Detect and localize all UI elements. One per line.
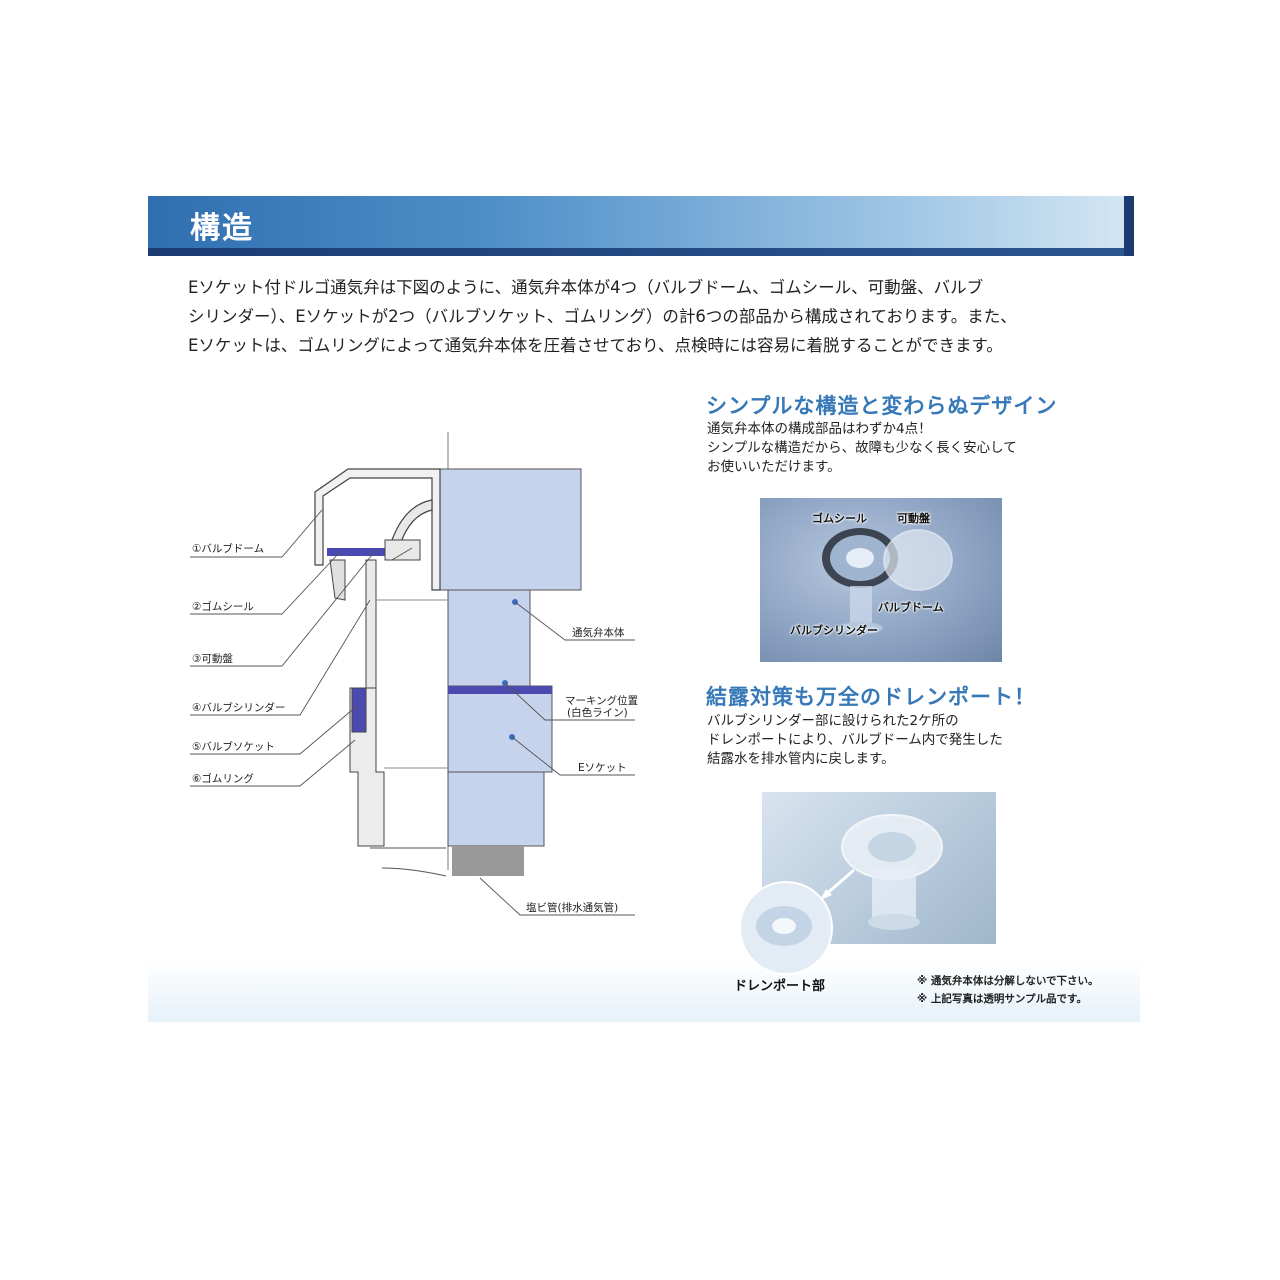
feature2-heading: 結露対策も万全のドレンポート！: [706, 685, 1036, 709]
photo-label-movable-disc: 可動盤: [897, 512, 930, 525]
leader-lines-left: [190, 509, 413, 787]
valve-socket-section: [349, 687, 448, 847]
feature2-line: バルブシリンダー部に設けられた2ケ所の: [707, 713, 959, 729]
intro-line: Eソケットは、ゴムリングによって通気弁本体を圧着させており、点検時には容易に着脱…: [188, 336, 1003, 355]
feature2-line: 結露水を排水管内に戻します。: [707, 751, 895, 767]
rubber-ring: [351, 687, 367, 733]
pipe-curve: [381, 867, 447, 877]
section-header-underline: [148, 248, 1134, 256]
photo-label-valve-cylinder: バルブシリンダー: [790, 624, 878, 637]
feature1-line: 通気弁本体の構成部品はわずか4点！: [707, 421, 932, 437]
pvc-pipe: [452, 846, 524, 876]
feature1-line: シンプルな構造だから、故障も少なく長く安心して: [707, 440, 1017, 456]
intro-paragraph: Eソケット付ドルゴ通気弁は下図のように、通気弁本体が4つ（バルブドーム、ゴムシー…: [188, 273, 1118, 360]
note-line: ※ 通気弁本体は分解しないで下さい。: [917, 975, 1099, 987]
feature1-line: お使いいただけます。: [707, 459, 841, 475]
part-label-rubber-ring: ⑥ゴムリング: [192, 772, 254, 785]
note-line: ※ 上記写真は透明サンプル品です。: [917, 993, 1087, 1005]
callout-valve-body: 通気弁本体: [572, 626, 625, 639]
marking-ring: [448, 686, 552, 694]
callout-marking-white-line: (白色ライン): [567, 706, 628, 719]
feature2-text: バルブシリンダー部に設けられた2ケ所の ドレンポートにより、バルブドーム内で発生…: [707, 712, 1003, 769]
feature2-line: ドレンポートにより、バルブドーム内で発生した: [707, 732, 1003, 748]
rubber-seal: [327, 548, 391, 556]
intro-line: シリンダー）、Eソケットが2つ（バルブソケット、ゴムリング）の計6つの部品から構…: [188, 307, 1017, 326]
part-label-movable-disc: ③可動盤: [192, 652, 233, 665]
section-title: 構造: [190, 211, 254, 246]
movable-disc: [329, 559, 346, 601]
feature1-heading: シンプルな構造と変わらぬデザイン: [706, 394, 1058, 418]
section-header-edge: [1124, 196, 1134, 256]
callout-pvc-pipe: 塩ビ管(排水通気管): [526, 901, 618, 914]
bottom-fade: [148, 960, 1140, 1022]
leader-lines-right: [479, 601, 635, 916]
intro-line: Eソケット付ドルゴ通気弁は下図のように、通気弁本体が4つ（バルブドーム、ゴムシー…: [188, 278, 984, 297]
callout-esocket: Eソケット: [578, 762, 627, 774]
section-header-bar: [148, 196, 1134, 248]
part-label-valve-socket: ⑤バルブソケット: [192, 740, 275, 753]
feature1-text: 通気弁本体の構成部品はわずか4点！ シンプルな構造だから、故障も少なく長く安心し…: [707, 420, 1017, 477]
drain-port-photo-illustration: [820, 814, 943, 930]
photo-label-rubber-seal: ゴムシール: [812, 512, 867, 525]
part-label-valve-dome: ①バルブドーム: [192, 542, 264, 555]
valve-body: [439, 468, 582, 847]
part-label-valve-cylinder: ④バルブシリンダー: [192, 701, 285, 714]
callout-marking: マーキング位置: [565, 694, 638, 707]
parts-photo: ゴムシール 可動盤 バルブドーム バルブシリンダー: [760, 498, 1002, 662]
drain-port-label: ドレンポート部: [734, 979, 826, 994]
part-label-rubber-seal: ②ゴムシール: [192, 600, 254, 613]
drain-port-zoom-circle: [739, 881, 833, 975]
parts-photo-illustration: [822, 528, 953, 634]
photo-label-valve-dome: バルブドーム: [878, 601, 944, 614]
